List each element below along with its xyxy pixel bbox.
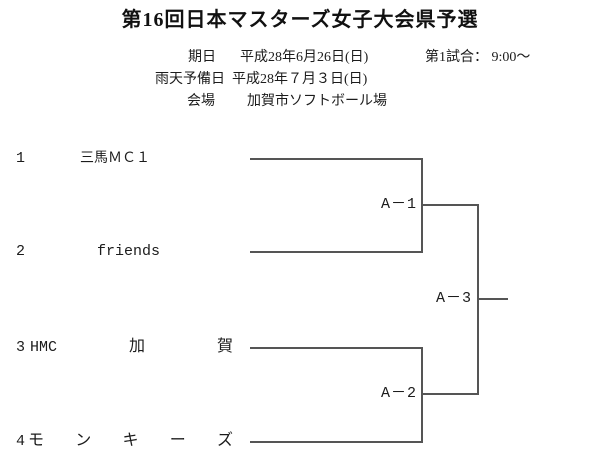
team-name-3: HMC 加 賀	[30, 338, 233, 357]
date-label: 期日	[188, 50, 216, 65]
bracket-line-a1-winner	[421, 204, 479, 206]
team-name-2: friends	[97, 243, 161, 260]
team-3-part-latin: HMC	[30, 339, 58, 356]
team-4-char-2: ン	[75, 432, 92, 449]
team-name-4: モ ン キ ー ズ	[28, 432, 233, 450]
seed-1: 1	[16, 150, 26, 167]
date-value: 平成28年6月26日(日)	[240, 50, 369, 65]
team-4-char-3: キ	[122, 432, 139, 449]
bracket-line-team1	[250, 158, 422, 160]
page-title: 第16回日本マスターズ女子大会県予選	[121, 9, 479, 31]
bracket-line-team4	[250, 441, 422, 443]
bracket-line-team3	[250, 347, 422, 349]
match-label-a1: A－1	[380, 196, 417, 213]
team-4-char-5: ズ	[216, 432, 233, 449]
bracket-line-team2	[250, 251, 422, 253]
seed-3: 3	[16, 339, 26, 356]
seed-4: 4	[16, 433, 26, 450]
venue-label: 会場	[187, 94, 215, 109]
bracket-line-a3-winner	[477, 298, 508, 300]
team-3-part-2: 賀	[216, 338, 233, 355]
match-label-a2: A－2	[380, 385, 417, 402]
seed-2: 2	[16, 243, 26, 260]
team-4-char-4: ー	[169, 432, 186, 449]
rain-date-value: 平成28年７月３日(日)	[232, 72, 368, 87]
team-name-1: 三馬ＭＣ１	[80, 151, 150, 166]
venue-value: 加賀市ソフトボール場	[247, 94, 387, 109]
team-4-char-1: モ	[28, 432, 45, 449]
bracket-line-a2-winner	[421, 393, 479, 395]
first-game-time: 第1試合： 9:00～	[425, 50, 531, 65]
match-label-a3: A－3	[435, 290, 472, 307]
bracket-connector-pair2	[421, 347, 423, 443]
rain-date-label: 雨天予備日	[155, 72, 225, 87]
team-3-part-1: 加	[128, 338, 145, 355]
